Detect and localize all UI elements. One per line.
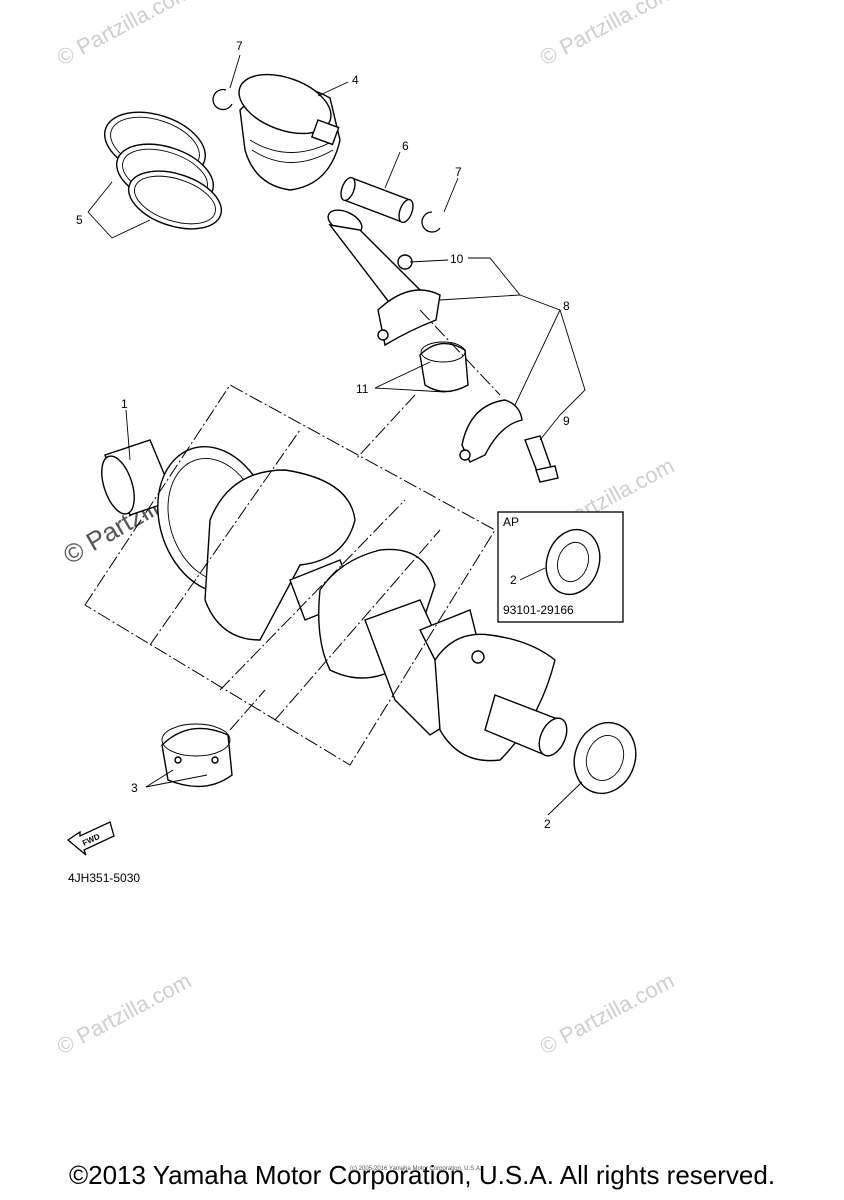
main-bearing <box>161 723 233 788</box>
callout-3: 3 <box>131 781 138 795</box>
small-copyright-notice: (c) 2005-2016 Yamaha Motor Corporation, … <box>350 1166 482 1172</box>
callout-6: 6 <box>402 139 409 153</box>
callout-7-right: 7 <box>455 165 462 179</box>
inset-part-number: 93101-29166 <box>503 603 574 617</box>
watermark-bottom-left: © Partzilla.com <box>53 968 196 1060</box>
assembly-guide-lines <box>84 309 501 766</box>
circlip-top <box>212 88 233 111</box>
rod-bearings <box>419 341 469 393</box>
piston-rings <box>103 111 223 230</box>
watermark-top-left: © Partzilla.com <box>53 0 196 70</box>
rod-cap <box>459 399 523 463</box>
circlip-right <box>421 211 441 233</box>
callout-2-bottom: 2 <box>544 817 551 831</box>
piston-pin <box>340 176 414 224</box>
callout-7-top: 7 <box>236 39 243 53</box>
diagram-code: 4JH351-5030 <box>68 871 140 885</box>
callout-10: 10 <box>450 252 464 266</box>
callout-1: 1 <box>121 397 128 411</box>
callout-4: 4 <box>352 73 359 87</box>
rod-bolt <box>524 435 559 483</box>
fwd-arrow-icon: FWD <box>66 821 115 856</box>
oil-seal <box>573 721 637 795</box>
connecting-rod <box>327 209 441 347</box>
watermark-top-right: © Partzilla.com <box>536 0 679 70</box>
callout-2-inset: 2 <box>510 573 517 587</box>
inset-label: AP <box>503 515 519 529</box>
watermark-bottom-right: © Partzilla.com <box>536 968 679 1060</box>
leader-lines <box>87 54 586 816</box>
footer-copyright: ©2013 Yamaha Motor Corporation, U.S.A. A… <box>68 1160 776 1190</box>
piston <box>238 73 341 191</box>
inset-ap: AP 2 93101-29166 <box>497 511 624 623</box>
callout-11: 11 <box>356 382 369 396</box>
callout-5: 5 <box>76 213 83 227</box>
callout-9: 9 <box>563 414 570 428</box>
callout-8: 8 <box>563 299 570 313</box>
